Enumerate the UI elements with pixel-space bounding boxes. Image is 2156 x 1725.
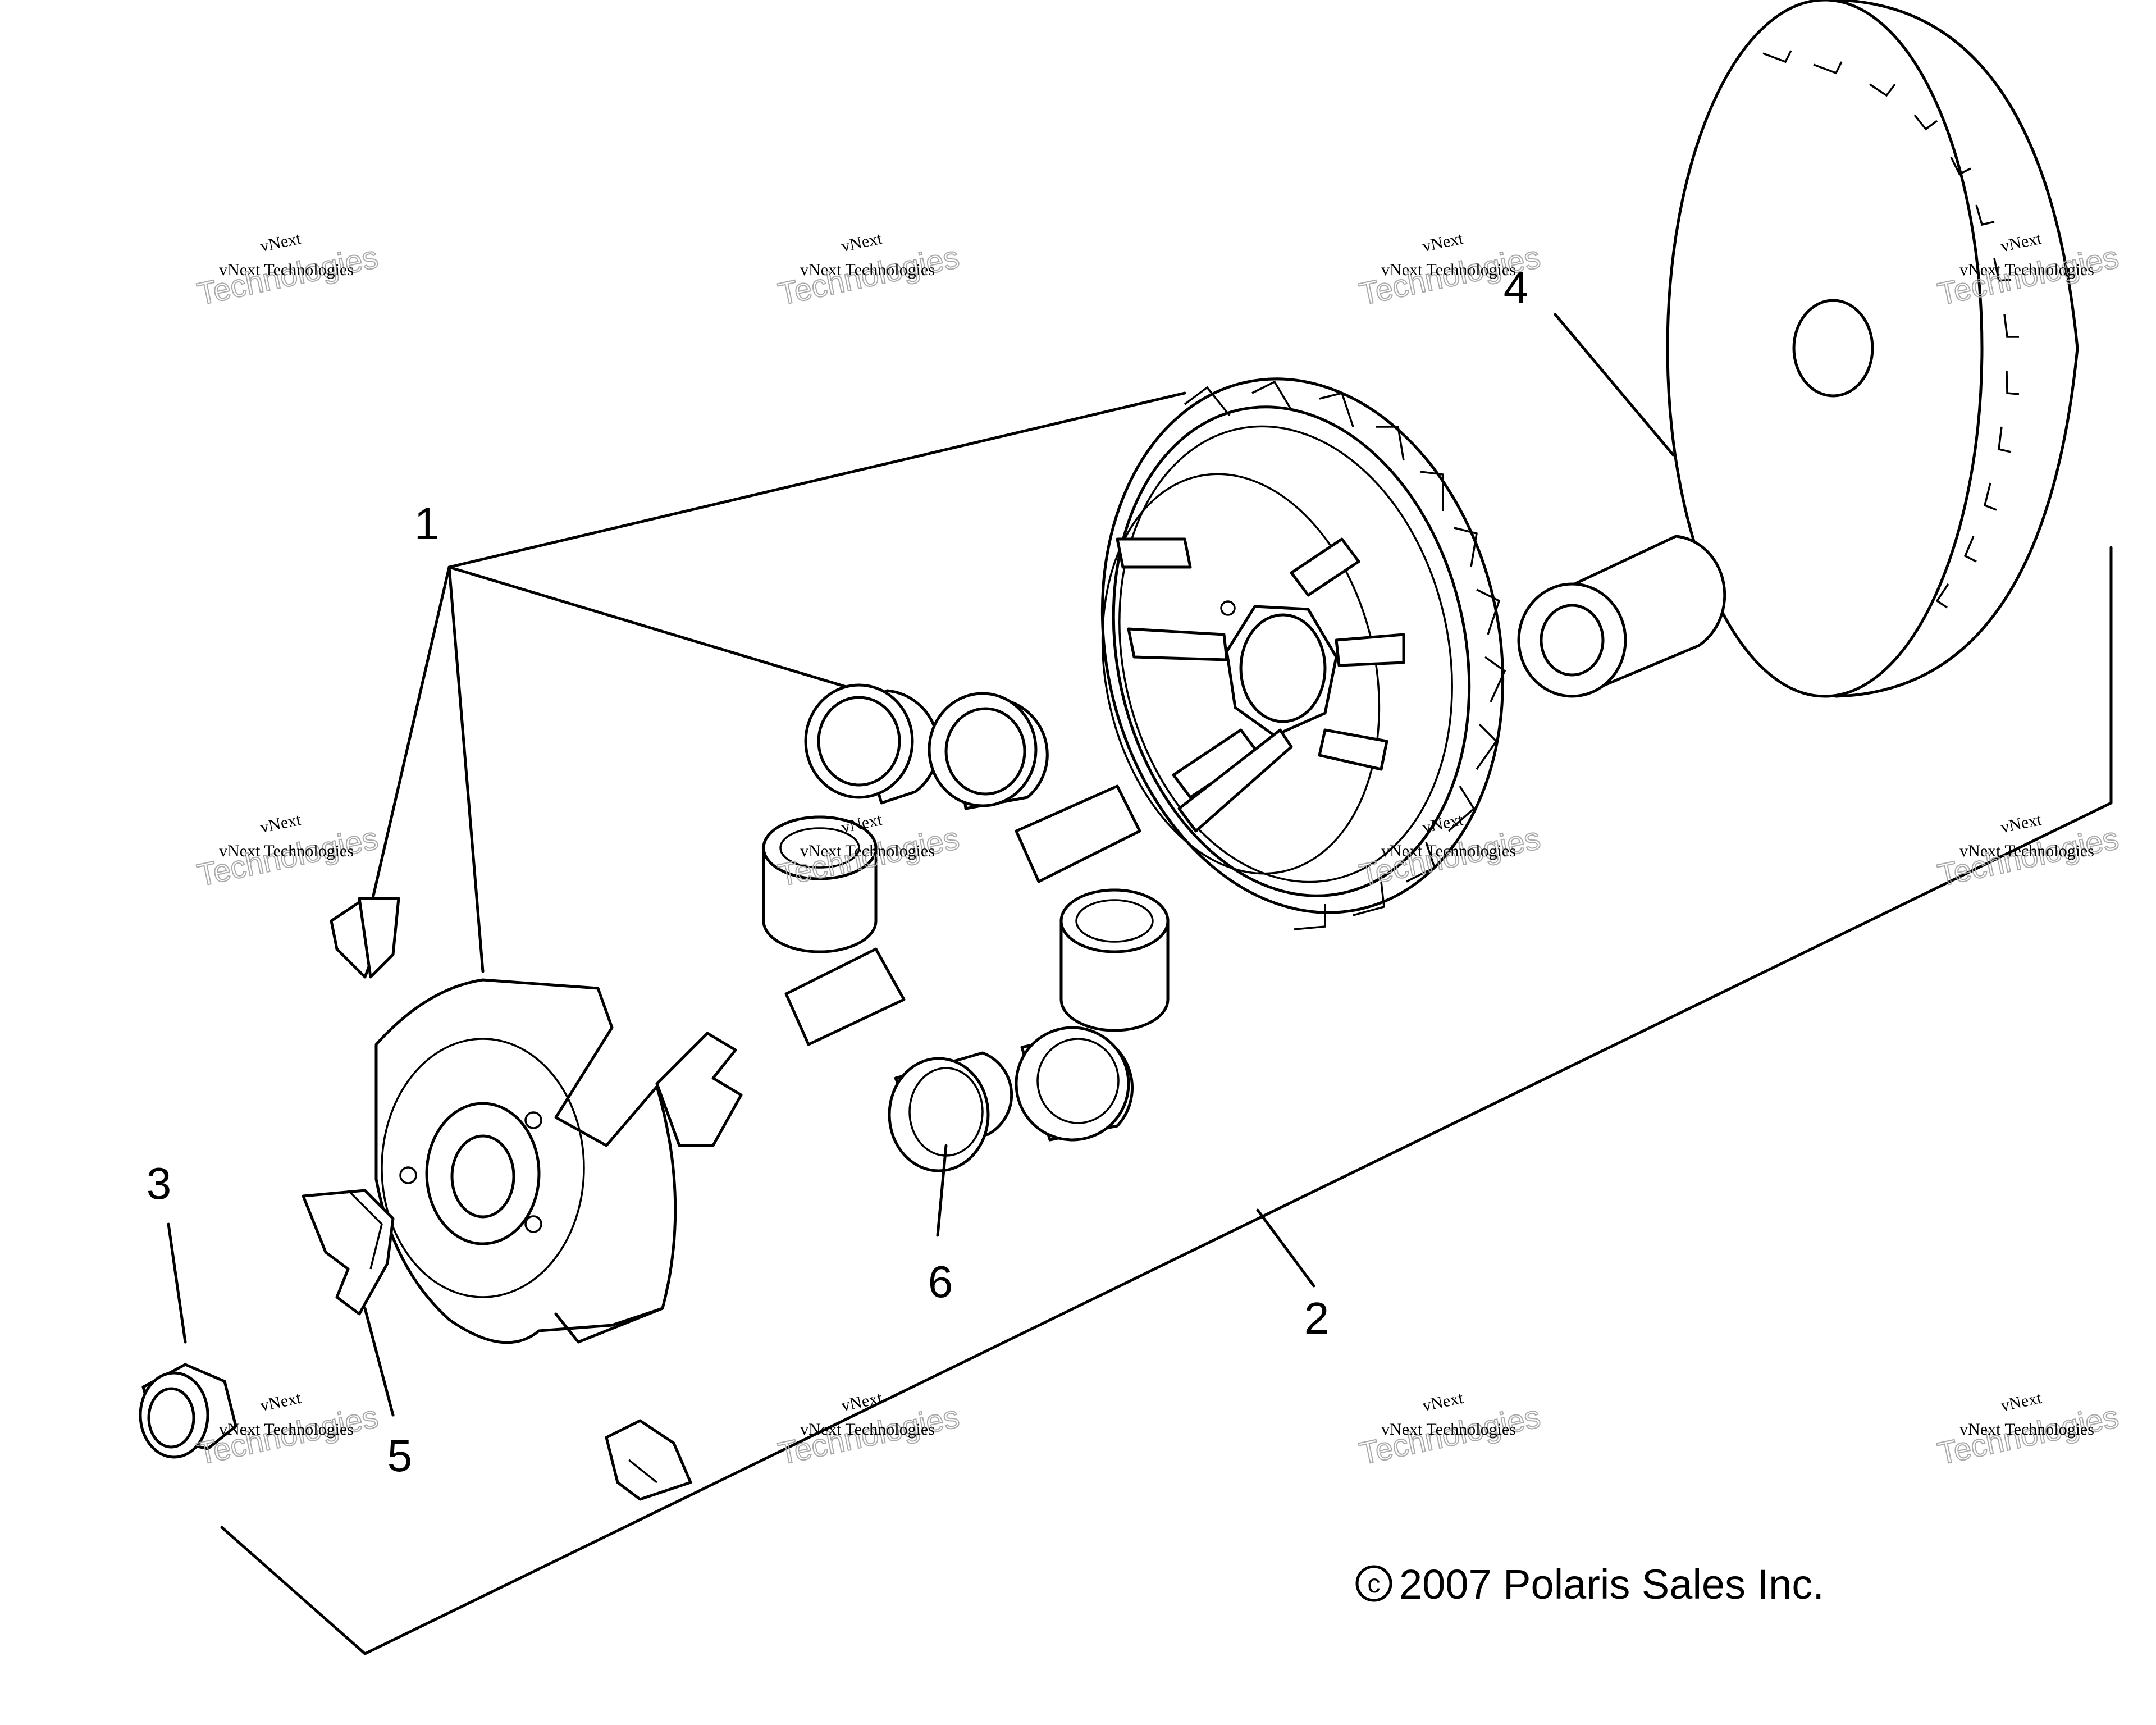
- callout-1: 1: [414, 499, 440, 549]
- watermark-line1: vNext: [839, 229, 884, 256]
- watermark-line3: vNext Technologies: [1381, 842, 1516, 860]
- ramp-button: [655, 1032, 743, 1147]
- ramp-button: [605, 1419, 692, 1501]
- watermark-line3: vNext Technologies: [1381, 1420, 1516, 1439]
- watermark-caption: vNext Technologies: [1959, 261, 2094, 279]
- watermark-line1: vNext: [1420, 1389, 1465, 1416]
- watermark-line3: vNext Technologies: [1959, 842, 2094, 860]
- watermark-line1: vNext: [258, 229, 303, 256]
- watermark-line1: vNext: [1999, 810, 2043, 837]
- callout-2: 2: [1304, 1293, 1330, 1343]
- bushing: [762, 815, 878, 953]
- watermark-caption: vNext Technologies: [219, 261, 354, 279]
- bushing: [1015, 1026, 1134, 1142]
- watermark-line1: vNext: [258, 810, 303, 837]
- watermark-caption: vNext Technologies: [1381, 842, 1516, 860]
- watermark-caption: vNext Technologies: [1381, 1420, 1516, 1439]
- watermark-caption: vNext Technologies: [800, 842, 935, 860]
- watermark-caption: vNext Technologies: [1381, 261, 1516, 279]
- watermark-line1: vNext: [1999, 1389, 2043, 1416]
- watermark-line3: vNext Technologies: [219, 1420, 354, 1439]
- bushing: [804, 683, 940, 805]
- watermark-caption: vNext Technologies: [800, 1420, 935, 1439]
- watermark-caption: vNext Technologies: [219, 842, 354, 860]
- watermark-line1: vNext: [258, 1389, 303, 1416]
- watermark-caption: vNext Technologies: [800, 261, 935, 279]
- fixed-sheave: [1666, 0, 2079, 698]
- ramp-button: [330, 897, 400, 979]
- watermark-line3: vNext Technologies: [1959, 261, 2094, 279]
- assembly-outline: [220, 391, 2113, 1655]
- copyright-symbol-icon: [1355, 1565, 1392, 1602]
- watermark-line3: vNext Technologies: [219, 261, 354, 279]
- bushing: [928, 692, 1049, 810]
- watermark-line3: vNext Technologies: [800, 842, 935, 860]
- watermark-caption: vNext Technologies: [1959, 842, 2094, 860]
- callout-5: 5: [387, 1431, 413, 1481]
- ramp-button: [302, 1189, 395, 1316]
- watermark-caption: vNext Technologies: [219, 1420, 354, 1439]
- watermark-line3: vNext Technologies: [219, 842, 354, 860]
- bushing: [1059, 888, 1170, 1032]
- watermark-line3: vNext Technologies: [800, 261, 935, 279]
- bushing: [888, 1051, 1013, 1172]
- watermark-line3: vNext Technologies: [800, 1420, 935, 1439]
- watermark-line1: vNext: [1420, 229, 1465, 256]
- watermark-line3: vNext Technologies: [1381, 261, 1516, 279]
- watermark-caption: vNext Technologies: [1959, 1420, 2094, 1439]
- copyright-symbol-letter: c: [1368, 1569, 1381, 1598]
- watermark-line1: vNext: [839, 810, 884, 837]
- spacer-sleeve: [1517, 535, 1726, 698]
- callout-4: 4: [1504, 263, 1529, 313]
- watermark-line1: vNext: [839, 1389, 884, 1416]
- watermark-line1: vNext: [1999, 229, 2043, 256]
- copyright-text: 2007 Polaris Sales Inc.: [1399, 1561, 1824, 1608]
- cover-plate: [374, 978, 677, 1344]
- callout-3: 3: [147, 1158, 172, 1208]
- roller-bushings: [762, 683, 1170, 1172]
- watermark-line3: vNext Technologies: [1959, 1420, 2094, 1439]
- flange-nut: [139, 1363, 237, 1459]
- ramp-buttons: [302, 897, 743, 1501]
- callout-6: 6: [928, 1257, 953, 1307]
- copyright-notice: c 2007 Polaris Sales Inc.: [1355, 1561, 1824, 1608]
- flat-pads: [784, 784, 1141, 1046]
- leader-lines: [167, 313, 1675, 1417]
- moveable-sheave: [1100, 377, 1506, 930]
